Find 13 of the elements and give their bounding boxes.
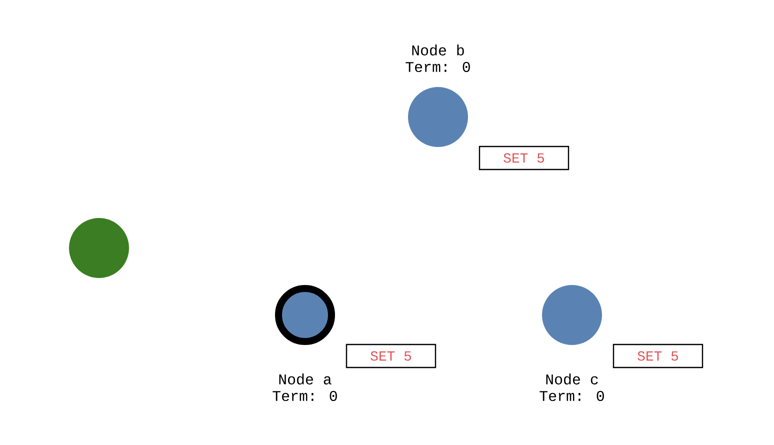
node-circle — [275, 284, 335, 345]
node-label: Node c — [546, 373, 598, 384]
node-circle — [542, 284, 602, 345]
message-box: SET 5 — [478, 146, 570, 170]
node-label: Node b — [412, 44, 464, 56]
node-circle — [69, 218, 129, 278]
node-label: Node a — [279, 373, 332, 384]
node-circle — [408, 86, 468, 147]
node-label: Term: 0 — [272, 390, 337, 402]
message-box: SET 5 — [346, 344, 436, 368]
node-label: Term: 0 — [406, 62, 470, 72]
message-box: SET 5 — [612, 344, 704, 368]
node-label: Term: 0 — [540, 390, 604, 402]
